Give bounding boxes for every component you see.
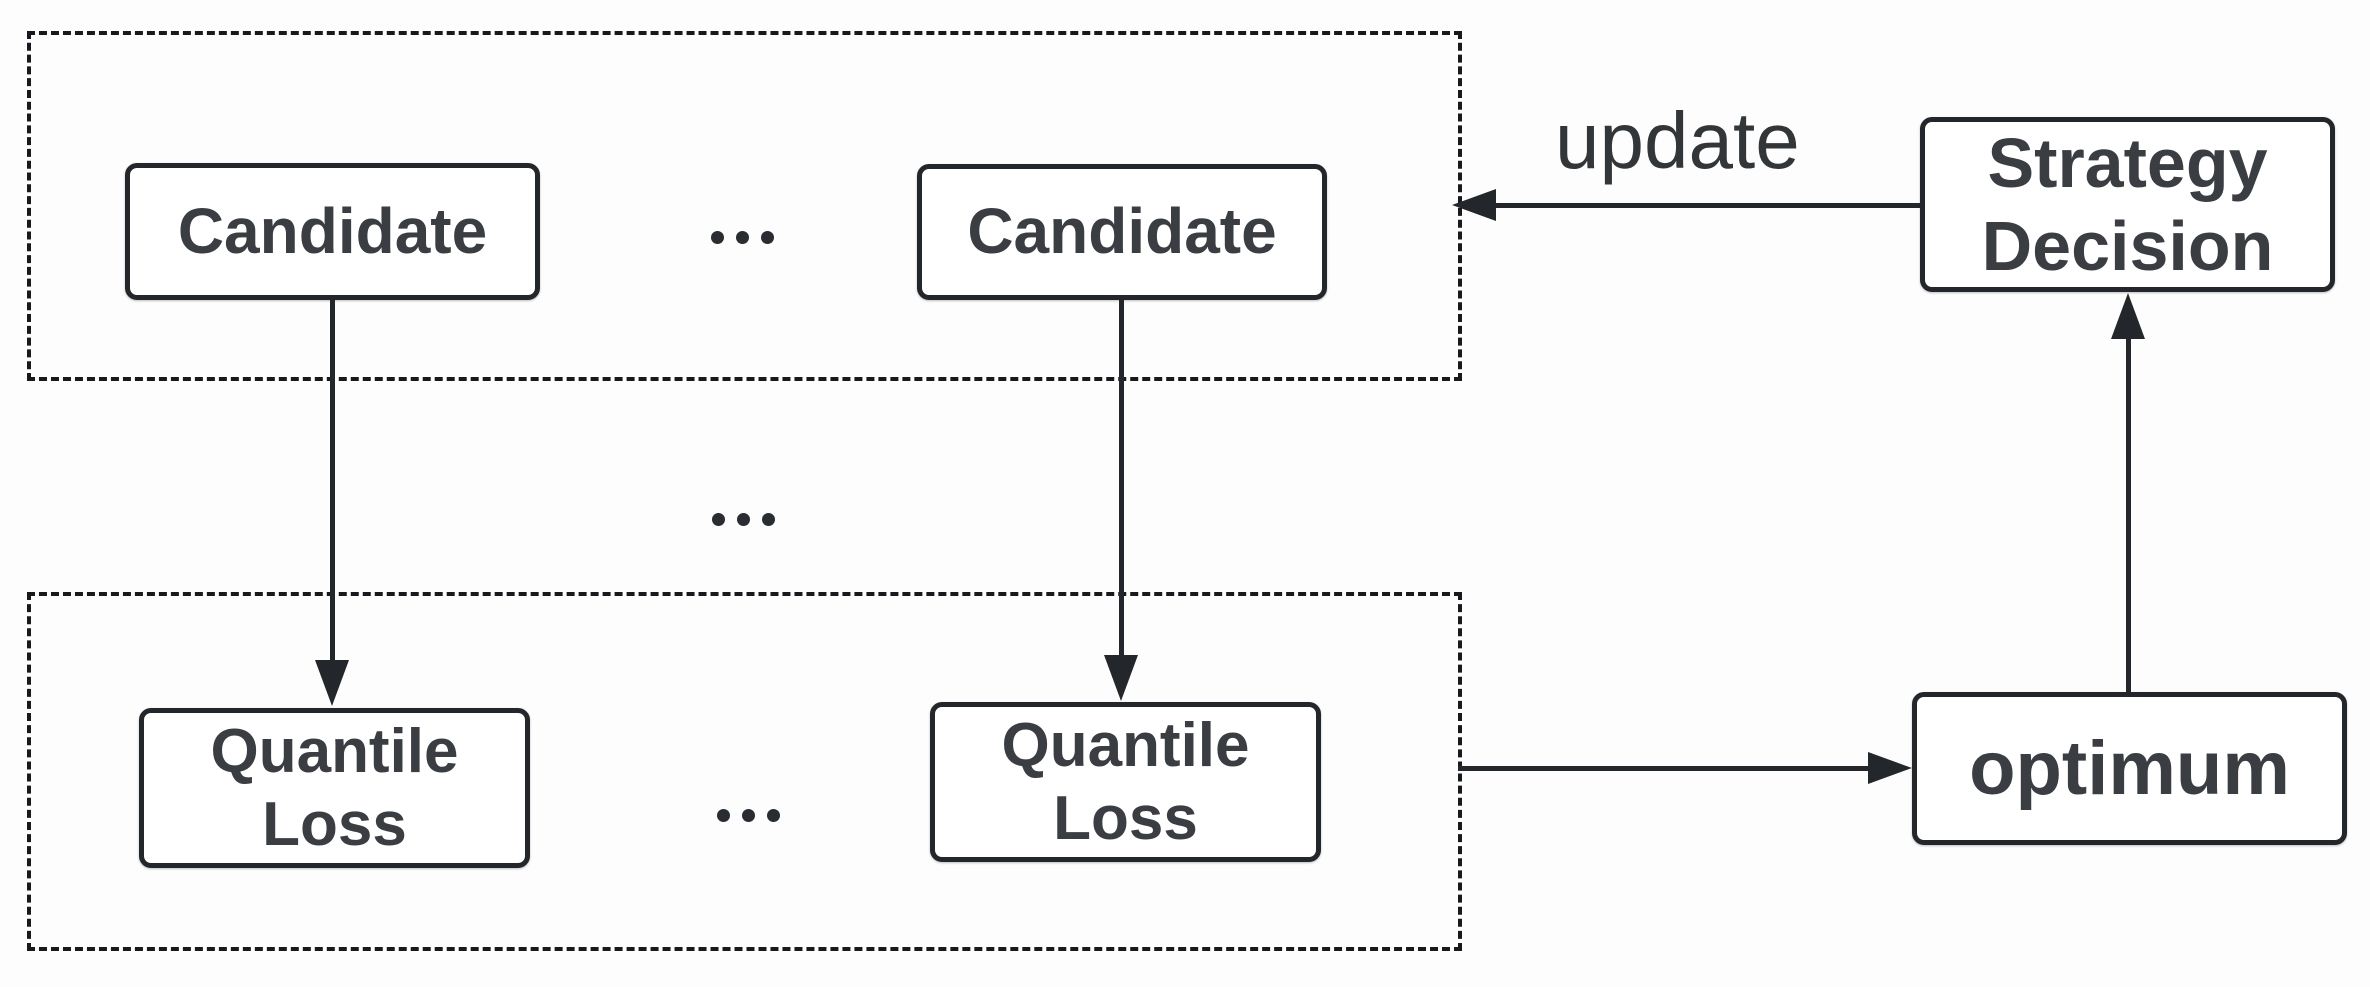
candidate-2-label: Candidate [967,195,1277,268]
arrow-line [1494,203,1920,208]
arrow-line [2126,337,2131,692]
ellipsis-dot [742,808,755,822]
quantile-loss-pool-group [27,592,1462,951]
strategy-decision-label: Strategy Decision [1981,123,2274,285]
ellipsis-dot [736,230,749,244]
ellipsis-icon [711,230,774,244]
strategy-decision-box: Strategy Decision [1920,117,2335,292]
arrowhead-up-icon [2111,293,2145,339]
arrowhead-left-icon [1452,189,1496,221]
candidate-2-box: Candidate [917,164,1327,300]
ellipsis-dot [717,808,730,822]
arrowhead-down-icon [1104,655,1138,701]
ellipsis-dot [767,808,780,822]
ellipsis-dot [761,230,774,244]
candidate-1-box: Candidate [125,163,540,300]
quantile-loss-2-box: Quantile Loss [930,702,1321,862]
ellipsis-dot [711,230,724,244]
quantile-loss-2-label: Quantile Loss [1001,710,1250,853]
update-label: update [1555,96,1800,185]
arrowhead-down-icon [315,660,349,706]
ellipsis-icon [712,512,775,526]
arrowhead-right-icon [1868,752,1912,784]
ellipsis-dot [737,512,750,526]
ellipsis-dot [762,512,775,526]
optimum-box: optimum [1912,692,2347,845]
candidate-1-label: Candidate [177,194,488,267]
quantile-loss-1-box: Quantile Loss [139,708,530,868]
quantile-loss-1-label: Quantile Loss [210,716,459,859]
optimum-label: optimum [1969,725,2290,811]
ellipsis-icon [717,808,780,822]
arrow-line [330,300,335,660]
arrow-line [1119,300,1124,655]
ellipsis-dot [712,512,725,526]
arrow-line [1458,766,1870,771]
